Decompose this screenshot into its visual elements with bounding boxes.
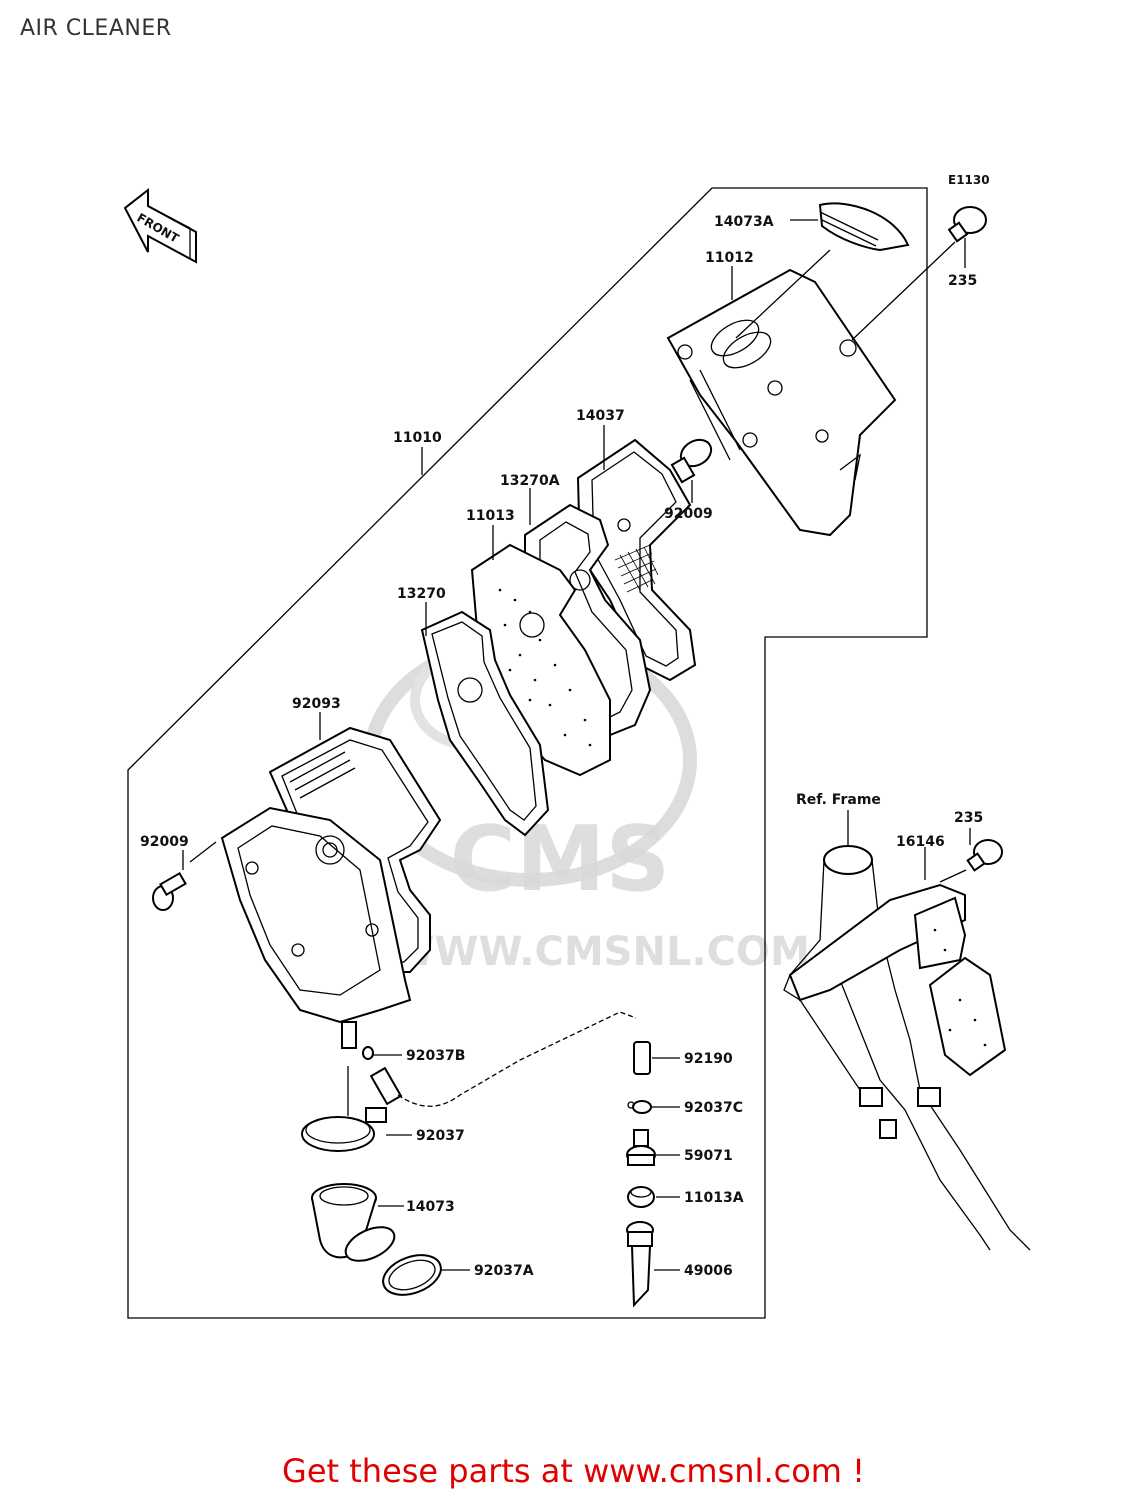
label-92190: 92190 — [684, 1051, 733, 1067]
drain-hose-line — [397, 1011, 637, 1107]
part-11012-upper-housing — [666, 268, 897, 537]
label-11013: 11013 — [466, 508, 515, 524]
assembly-boundary — [127, 187, 928, 1319]
part-airbox-body — [220, 806, 412, 1049]
part-13270-gasket — [420, 610, 550, 837]
watermark-url: WWW.CMSNL.COM — [390, 929, 810, 975]
label-92009-left: 92009 — [140, 834, 189, 850]
label-14073: 14073 — [406, 1199, 455, 1215]
label-235-right: 235 — [954, 810, 983, 826]
label-14073a: 14073A — [714, 214, 774, 230]
screw-235-right-icon — [966, 839, 1003, 872]
label-13270: 13270 — [397, 586, 446, 602]
label-92037b: 92037B — [406, 1048, 465, 1064]
part-92037b-clip-icon — [362, 1046, 374, 1060]
part-92037-clamp — [301, 1107, 387, 1152]
part-11013a-ring-icon — [627, 1186, 655, 1208]
label-11012: 11012 — [705, 250, 754, 266]
label-14037: 14037 — [576, 408, 625, 424]
label-13270a: 13270A — [500, 473, 560, 489]
front-arrow-icon: FRONT — [123, 187, 197, 264]
ref-code: E1130 — [948, 173, 990, 187]
label-235-top: 235 — [948, 273, 977, 289]
leader-lines — [182, 219, 971, 1271]
label-92009-top: 92009 — [664, 506, 713, 522]
part-14073-duct — [311, 1183, 396, 1262]
label-92037a: 92037A — [474, 1263, 534, 1279]
part-16146-pad — [913, 896, 1007, 1077]
part-labels: 14073A 11012 235 11010 14037 13270A 9200… — [140, 214, 983, 1279]
part-hose-icon — [369, 1066, 403, 1106]
label-59071: 59071 — [684, 1148, 733, 1164]
cta-link[interactable]: Get these parts at www.cmsnl.com ! — [282, 1452, 865, 1490]
screw-92009-left-icon — [152, 871, 187, 911]
part-14037-gasket — [576, 438, 697, 682]
part-59071-cap-icon — [626, 1129, 656, 1166]
part-92190-plug-icon — [633, 1041, 651, 1075]
page-title: AIR CLEANER — [20, 16, 172, 41]
screw-235-top-icon — [947, 206, 987, 243]
label-49006: 49006 — [684, 1263, 733, 1279]
label-11013a: 11013A — [684, 1190, 744, 1206]
part-14073a-cover — [818, 202, 910, 252]
part-49006-drain-icon — [626, 1221, 654, 1308]
watermark-logo: CMS — [450, 807, 670, 912]
screw-92009-top-icon — [670, 438, 713, 484]
part-92037c-clip-icon — [627, 1100, 652, 1114]
label-92093: 92093 — [292, 696, 341, 712]
label-11010: 11010 — [393, 430, 442, 446]
label-92037c: 92037C — [684, 1100, 743, 1116]
part-92037a-clamp — [382, 1254, 442, 1296]
frame-ref-label: Ref. Frame — [796, 792, 881, 808]
label-92037: 92037 — [416, 1128, 465, 1144]
label-16146: 16146 — [896, 834, 945, 850]
